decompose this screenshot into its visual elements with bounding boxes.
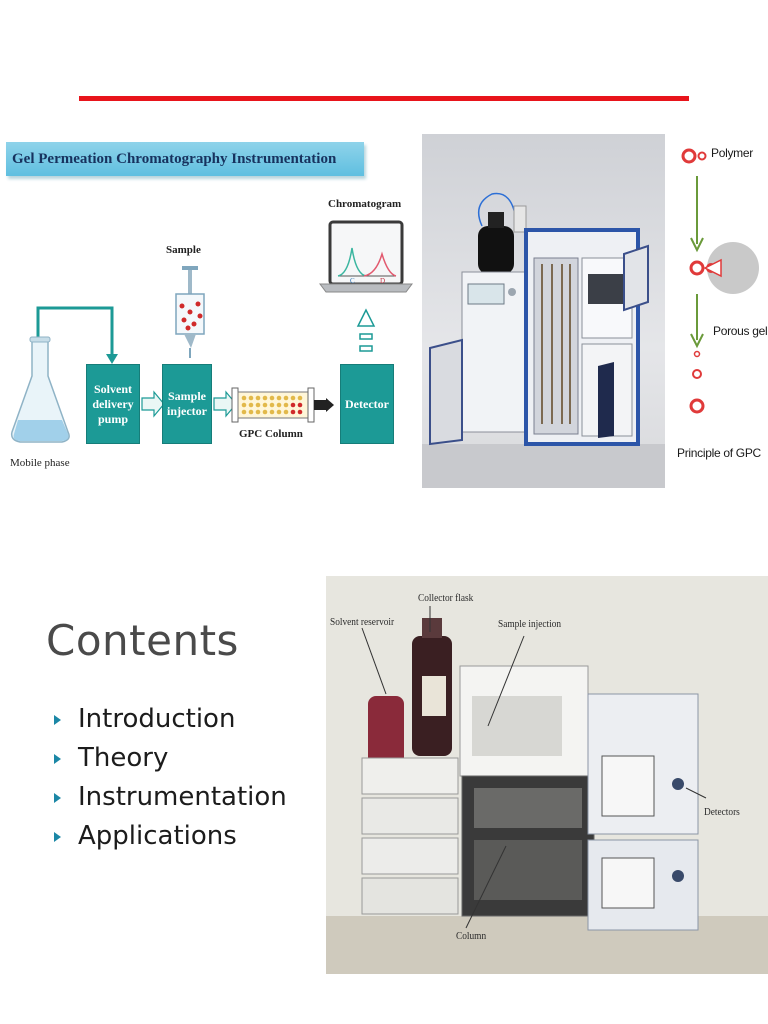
- signal-icon: [356, 308, 376, 352]
- contents-heading: Contents: [46, 616, 239, 665]
- contents-item-instrumentation: Instrumentation: [54, 778, 287, 817]
- gpc-lab-setup-photo: Collector flask Solvent reservoir Sample…: [326, 576, 768, 974]
- triangle-bullet-icon: [54, 832, 61, 842]
- contents-item-applications: Applications: [54, 817, 287, 856]
- diagram-title-banner: Gel Permeation Chromatography Instrument…: [6, 142, 364, 176]
- gpc-principle-diagram: Polymer Porous gel Principle of GPC: [667, 134, 768, 488]
- sample-injector-box: Sample injector: [162, 364, 212, 444]
- syringe-icon: [175, 266, 205, 358]
- flow-diagram-graphics: [10, 220, 413, 443]
- polymer-small-icon: [697, 151, 707, 161]
- tubing-arrow: [106, 354, 118, 364]
- detectors-label: Detectors: [704, 806, 740, 818]
- principle-caption: Principle of GPC: [677, 446, 761, 460]
- lab-illustration: [326, 576, 768, 974]
- gpc-instrumentation-diagram: Gel Permeation Chromatography Instrument…: [4, 136, 416, 488]
- triangle-bullet-icon: [54, 715, 61, 725]
- triangle-bullet-icon: [54, 793, 61, 803]
- gpc-column-icon: [231, 387, 334, 423]
- collector-flask-label: Collector flask: [418, 592, 474, 604]
- peak-label-c: C: [350, 277, 355, 285]
- erlenmeyer-flask-icon: [10, 336, 70, 443]
- mobile-phase-label: Mobile phase: [10, 457, 70, 469]
- solvent-reservoir-label: Solvent reservoir: [330, 616, 395, 628]
- porous-gel-label: Porous gel: [713, 324, 768, 338]
- contents-item-theory: Theory: [54, 739, 287, 778]
- flow-arrows: [141, 390, 237, 418]
- polymer-label: Polymer: [711, 146, 753, 160]
- porous-gel-icon: [707, 242, 759, 294]
- gpc-column-label: GPC Column: [239, 428, 303, 440]
- sample-label: Sample: [166, 244, 201, 256]
- polymer-large-icon: [681, 148, 697, 164]
- triangle-bullet-icon: [54, 754, 61, 764]
- sample-injection-label: Sample injection: [498, 618, 562, 630]
- instrument-illustration: [422, 192, 665, 488]
- chromatogram-label: Chromatogram: [328, 198, 402, 210]
- contents-list: Introduction Theory Instrumentation Appl…: [54, 700, 287, 856]
- detector-box: Detector: [340, 364, 394, 444]
- contents-item-introduction: Introduction: [54, 700, 287, 739]
- gpc-instrument-photo: [422, 134, 665, 488]
- title-accent-line: [79, 96, 689, 101]
- solvent-delivery-pump-box: Solvent delivery pump: [86, 364, 140, 444]
- column-label: Column: [456, 930, 487, 942]
- peak-label-d: D: [380, 277, 386, 285]
- diagram-title: Gel Permeation Chromatography Instrument…: [12, 151, 337, 167]
- principle-graphics: [681, 148, 759, 414]
- laptop-chromatogram-icon: [319, 220, 413, 293]
